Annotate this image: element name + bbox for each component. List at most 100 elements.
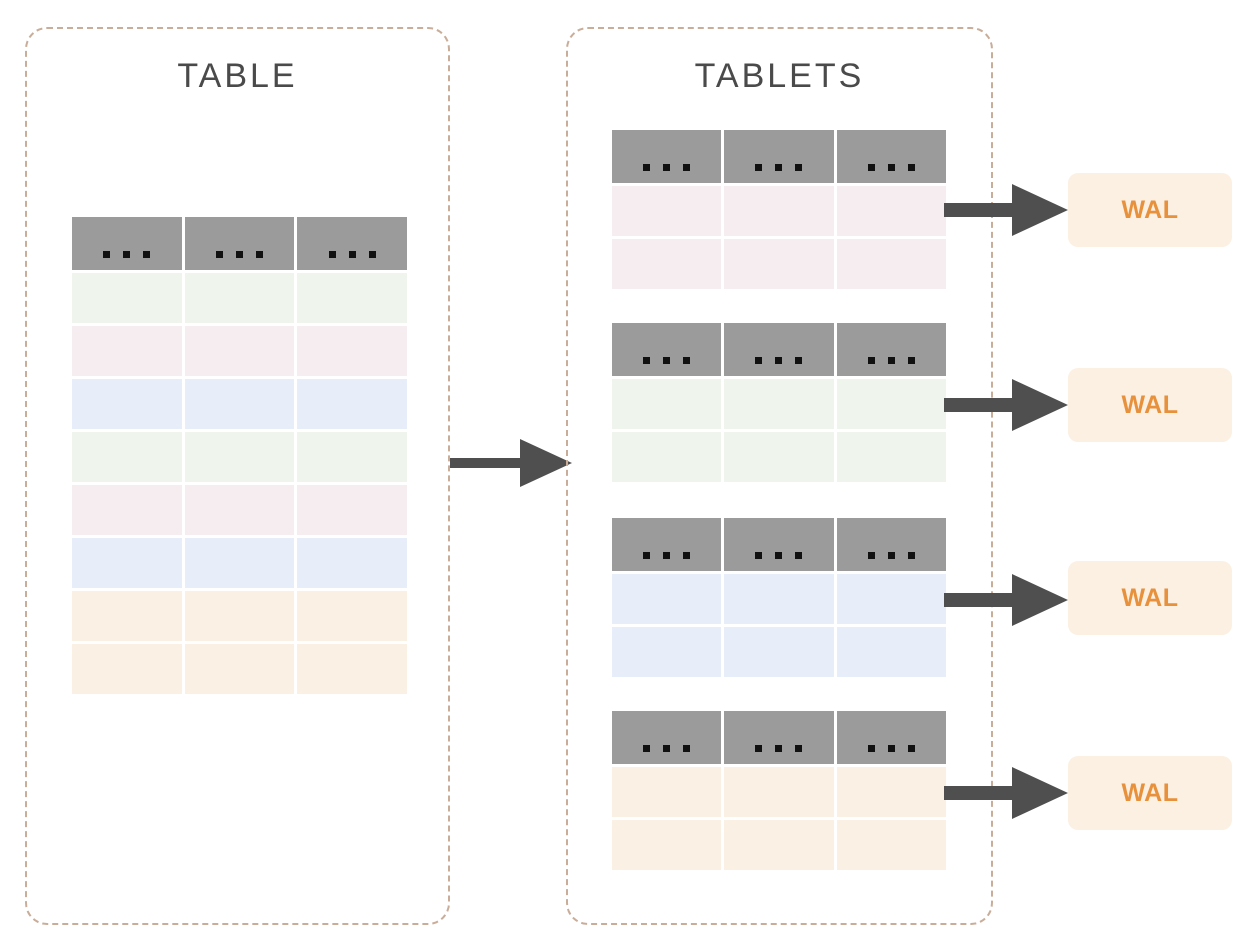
- dot: [643, 552, 651, 559]
- main-table-cell: [184, 485, 295, 535]
- tablet-3-header-cell: [612, 518, 722, 571]
- dot: [887, 552, 895, 559]
- ellipsis-dots-icon: [755, 745, 803, 752]
- tablet-1-header-cell: [612, 130, 722, 183]
- tablet-4-cell: [836, 820, 946, 870]
- dot: [368, 251, 376, 258]
- tablet-1-to-wal-arrow: [944, 184, 1068, 236]
- main-table-cell: [184, 273, 295, 323]
- main-table-cell: [297, 485, 408, 535]
- ellipsis-dots-icon: [867, 164, 915, 171]
- tablet-1-cell: [724, 239, 834, 289]
- wal-label: WAL: [1121, 195, 1179, 224]
- dot: [683, 745, 691, 752]
- main-table-cell: [297, 644, 408, 694]
- ellipsis-dots-icon: [643, 745, 691, 752]
- tablet-3: [612, 518, 946, 677]
- dot: [683, 164, 691, 171]
- tablet-1-cell: [836, 186, 946, 236]
- wal-label: WAL: [1121, 583, 1179, 612]
- tablet-3-cell: [612, 627, 722, 677]
- tablet-4-to-wal-arrow: [944, 767, 1068, 819]
- tablet-4-row: [612, 820, 946, 870]
- wal-box-2: WAL: [1068, 368, 1232, 442]
- tablet-3-header-cell: [724, 518, 834, 571]
- dot: [795, 357, 803, 364]
- tablet-2-cell: [836, 379, 946, 429]
- main-table-cell: [184, 379, 295, 429]
- dot: [907, 552, 915, 559]
- main-table-cell: [184, 432, 295, 482]
- tablet-3-cell: [612, 574, 722, 624]
- dot: [643, 164, 651, 171]
- tablet-1-cell: [836, 239, 946, 289]
- tablet-3-cell: [836, 627, 946, 677]
- tablet-2: [612, 323, 946, 482]
- dot: [755, 552, 763, 559]
- tablet-1-row: [612, 186, 946, 236]
- tablet-4-row: [612, 767, 946, 817]
- tablet-3-row: [612, 574, 946, 624]
- main-table-row: [72, 644, 408, 694]
- main-table-cell: [297, 538, 408, 588]
- tablet-1-row: [612, 239, 946, 289]
- dot: [663, 357, 671, 364]
- dot: [663, 164, 671, 171]
- main-table-cell: [297, 379, 408, 429]
- dot: [216, 251, 223, 258]
- dot: [663, 552, 671, 559]
- dot: [867, 357, 875, 364]
- tablet-2-header-cell: [724, 323, 834, 376]
- main-table-row: [72, 326, 408, 376]
- ellipsis-dots-icon: [867, 552, 915, 559]
- ellipsis-dots-icon: [216, 251, 263, 258]
- tablet-2-cell: [724, 379, 834, 429]
- tablet-1-cell: [724, 186, 834, 236]
- main-table-row: [72, 432, 408, 482]
- tablet-4-cell: [612, 820, 722, 870]
- ellipsis-dots-icon: [328, 251, 376, 258]
- wal-box-1: WAL: [1068, 173, 1232, 247]
- tablet-3-row: [612, 627, 946, 677]
- main-table-cell: [297, 273, 408, 323]
- ellipsis-dots-icon: [643, 164, 691, 171]
- dot: [683, 552, 691, 559]
- ellipsis-dots-icon: [755, 357, 803, 364]
- main-table-cell: [297, 326, 408, 376]
- tablet-2-header-cell: [612, 323, 722, 376]
- wal-box-4: WAL: [1068, 756, 1232, 830]
- main-table-cell: [184, 644, 295, 694]
- dot: [887, 164, 895, 171]
- dot: [663, 745, 671, 752]
- wal-label: WAL: [1121, 778, 1179, 807]
- main-table-cell: [72, 432, 182, 482]
- tablet-2-row: [612, 379, 946, 429]
- tablet-2-row: [612, 432, 946, 482]
- tablet-4-cell: [612, 767, 722, 817]
- table-panel-title: TABLE: [177, 57, 298, 95]
- tablet-3-header-cell: [836, 518, 946, 571]
- dot: [103, 251, 111, 258]
- dot: [795, 745, 803, 752]
- wal-label: WAL: [1121, 390, 1179, 419]
- tablet-1-cell: [612, 186, 722, 236]
- main-table-cell: [72, 644, 182, 694]
- tablet-2-header-cell: [836, 323, 946, 376]
- dot: [907, 164, 915, 171]
- wal-box-3: WAL: [1068, 561, 1232, 635]
- tablet-3-cell: [724, 627, 834, 677]
- main-table-cell: [297, 432, 408, 482]
- dot: [256, 251, 263, 258]
- main-table-row: [72, 485, 408, 535]
- ellipsis-dots-icon: [643, 552, 691, 559]
- tablet-3-cell: [836, 574, 946, 624]
- main-table-cell: [72, 379, 182, 429]
- dot: [775, 745, 783, 752]
- tablet-2-cell: [836, 432, 946, 482]
- ellipsis-dots-icon: [755, 164, 803, 171]
- tablet-4: [612, 711, 946, 870]
- dot: [143, 251, 151, 258]
- tablet-4-header-row: [612, 711, 946, 764]
- tablets-panel: TABLETS: [566, 27, 993, 925]
